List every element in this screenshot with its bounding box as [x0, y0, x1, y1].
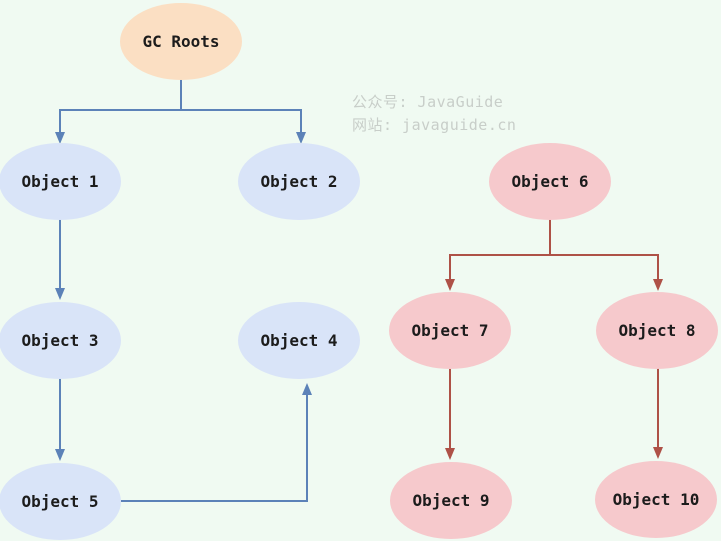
arrowhead-object-7-to-object-9: [445, 448, 455, 460]
node-label: Object 3: [21, 330, 99, 350]
node-label: Object 2: [260, 171, 338, 191]
node-object-7: Object 7: [389, 291, 511, 369]
node-object-3: Object 3: [0, 301, 121, 379]
arrowhead-gc-roots-to-object-1: [55, 132, 65, 144]
node-label: GC Roots: [142, 31, 220, 51]
watermark-line1: 公众号: JavaGuide: [352, 93, 504, 111]
watermark-line2: 网站: javaguide.cn: [352, 116, 517, 134]
node-label: Object 8: [618, 320, 696, 340]
arrowhead-gc-roots-to-object-2: [296, 132, 306, 144]
node-object-6: Object 6: [489, 142, 611, 220]
node-label: Object 10: [612, 489, 700, 509]
node-object-10: Object 10: [595, 460, 717, 538]
node-object-4: Object 4: [238, 301, 360, 379]
arrowhead-object-3-to-object-5: [55, 449, 65, 461]
arrowhead-object-6-to-object-8: [653, 279, 663, 291]
node-gc-roots: GC Roots: [120, 2, 242, 80]
node-label: Object 4: [260, 330, 338, 350]
node-object-2: Object 2: [238, 142, 360, 220]
node-label: Object 7: [411, 320, 489, 340]
arrowhead-object-5-to-object-4: [302, 383, 312, 395]
edge-object-5-to-object-4: [121, 395, 308, 502]
node-object-5: Object 5: [0, 462, 121, 540]
node-label: Object 5: [21, 491, 99, 511]
edge-gc-roots-to-object-2: [180, 79, 302, 132]
node-object-9: Object 9: [390, 461, 512, 539]
node-object-8: Object 8: [596, 291, 718, 369]
node-object-1: Object 1: [0, 142, 121, 220]
watermark: 公众号: JavaGuide 网站: javaguide.cn: [352, 91, 516, 137]
arrowhead-object-8-to-object-10: [653, 447, 663, 459]
edge-object-6-to-object-8: [549, 219, 659, 279]
node-label: Object 9: [412, 490, 490, 510]
node-label: Object 1: [21, 171, 99, 191]
node-label: Object 6: [511, 171, 589, 191]
arrowhead-object-6-to-object-7: [445, 279, 455, 291]
arrowhead-object-1-to-object-3: [55, 288, 65, 300]
